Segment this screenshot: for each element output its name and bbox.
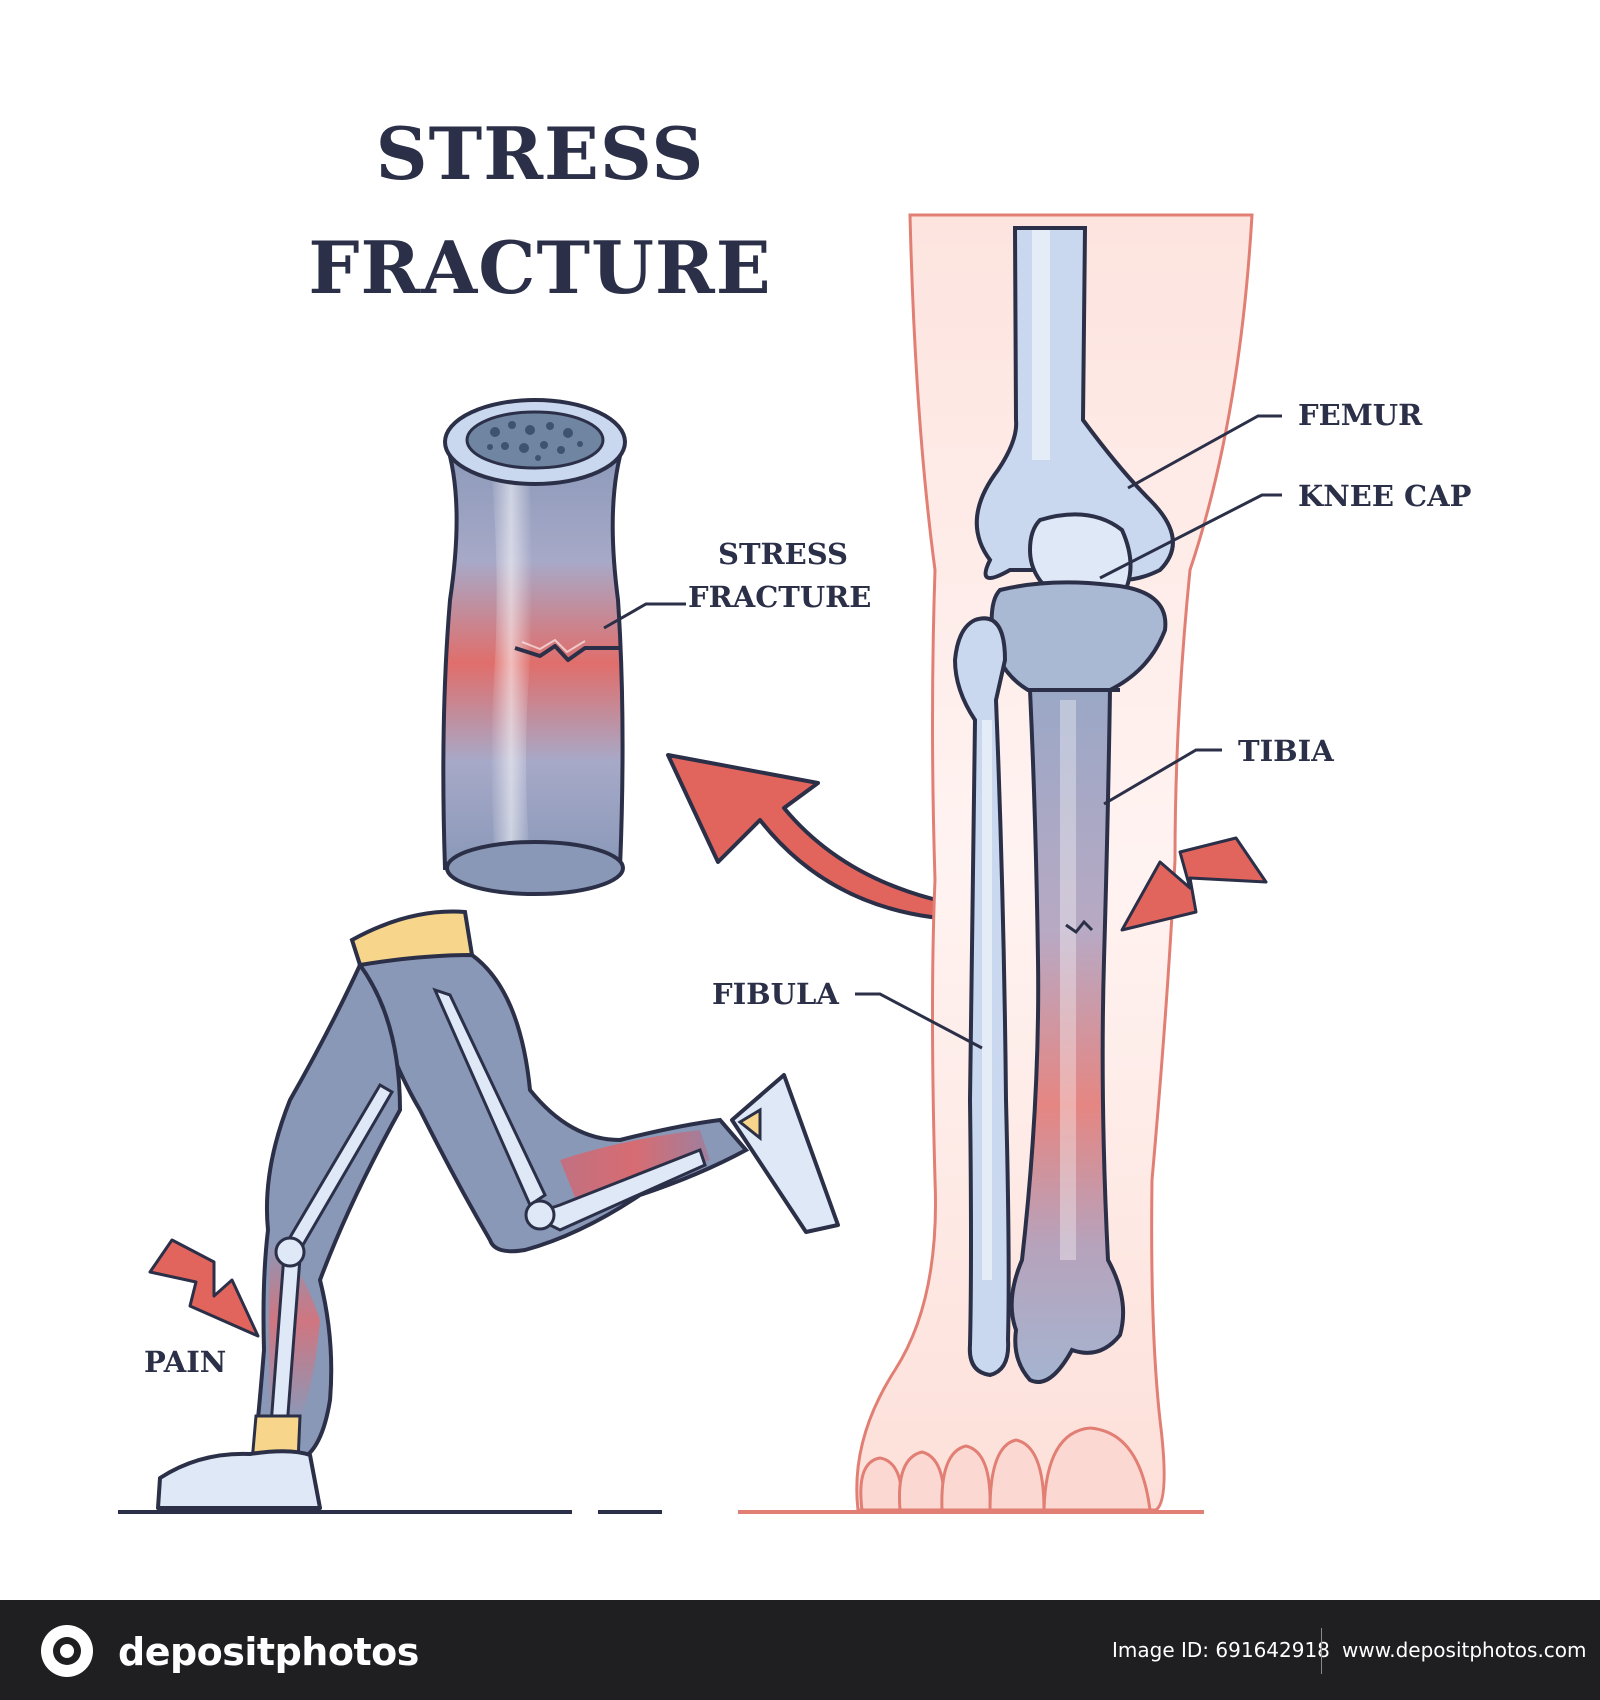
- bone-cross-section: [441, 398, 627, 896]
- rear-shoe: [730, 1073, 840, 1234]
- footer-brand: depositphotos: [118, 1630, 419, 1674]
- depositphotos-logo-icon: [41, 1625, 93, 1677]
- fibula-leader: [855, 992, 983, 1050]
- title-line-2: FRACTURE: [308, 225, 772, 310]
- femur-leader: [1127, 414, 1282, 490]
- label-stress-fracture-2: FRACTURE: [688, 580, 872, 614]
- tibia-bone: [1009, 688, 1126, 1384]
- toes: [859, 1426, 1152, 1512]
- footer-bar: depositphotos Image ID: 691642918 www.de…: [0, 1600, 1600, 1700]
- label-fibula: FIBULA: [712, 977, 839, 1011]
- front-shoe: [156, 1449, 322, 1510]
- title-line-1: STRESS: [375, 111, 705, 196]
- label-pain: PAIN: [144, 1345, 227, 1379]
- red-arrow: [666, 753, 1024, 923]
- lightning-bolt-right: [1120, 836, 1268, 932]
- leg-anatomy: [738, 213, 1282, 1514]
- label-tibia: TIBIA: [1238, 734, 1334, 768]
- label-stress-fracture-1: STRESS: [718, 537, 848, 571]
- footer-image-id: Image ID: 691642918: [1112, 1638, 1330, 1662]
- fibula-bone: [952, 616, 1011, 1378]
- knee-cap-leader: [1099, 493, 1282, 580]
- label-femur: FEMUR: [1298, 398, 1423, 432]
- stress-fracture-leader: [603, 602, 686, 630]
- footer-site-link[interactable]: www.depositphotos.com: [1342, 1638, 1587, 1662]
- runner-legs: [118, 909, 840, 1514]
- tibia-leader: [1103, 748, 1222, 806]
- label-knee-cap: KNEE CAP: [1298, 479, 1472, 513]
- lightning-bolt-left: [148, 1238, 260, 1338]
- stress-fracture-illustration: [118, 213, 1282, 1514]
- footer-separator: [1321, 1628, 1322, 1674]
- spongy-bone-texture: [487, 421, 583, 461]
- tibia-crack: [1065, 919, 1094, 935]
- fracture-crack: [514, 644, 619, 662]
